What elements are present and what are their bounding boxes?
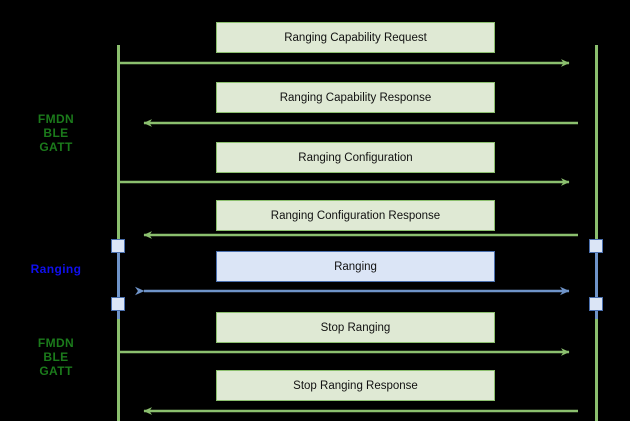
message-box-stop-ranging-response[interactable]: Stop Ranging Response bbox=[216, 370, 495, 401]
message-box-ranging-configuration-response[interactable]: Ranging Configuration Response bbox=[216, 200, 495, 231]
phase-label-ranging: Ranging bbox=[30, 262, 82, 276]
right-lifeline-ranging bbox=[595, 243, 598, 319]
right-lifeline-lower bbox=[595, 319, 598, 421]
message-box-ranging[interactable]: Ranging bbox=[216, 251, 495, 282]
activation-block-left-bottom bbox=[111, 297, 125, 311]
left-lifeline-lower bbox=[117, 319, 120, 421]
right-lifeline-upper bbox=[595, 45, 598, 243]
message-box-ranging-capability-request[interactable]: Ranging Capability Request bbox=[216, 22, 495, 53]
left-lifeline-upper bbox=[117, 45, 120, 243]
message-box-ranging-capability-response[interactable]: Ranging Capability Response bbox=[216, 82, 495, 113]
phase-label-fmdn-ble-gatt-top: FMDN BLE GATT bbox=[37, 112, 75, 154]
message-box-ranging-configuration[interactable]: Ranging Configuration bbox=[216, 142, 495, 173]
activation-block-left-top bbox=[111, 239, 125, 253]
left-lifeline-ranging bbox=[117, 243, 120, 319]
activation-block-right-top bbox=[589, 239, 603, 253]
phase-label-fmdn-ble-gatt-bottom: FMDN BLE GATT bbox=[37, 336, 75, 378]
message-box-stop-ranging[interactable]: Stop Ranging bbox=[216, 312, 495, 343]
activation-block-right-bottom bbox=[589, 297, 603, 311]
